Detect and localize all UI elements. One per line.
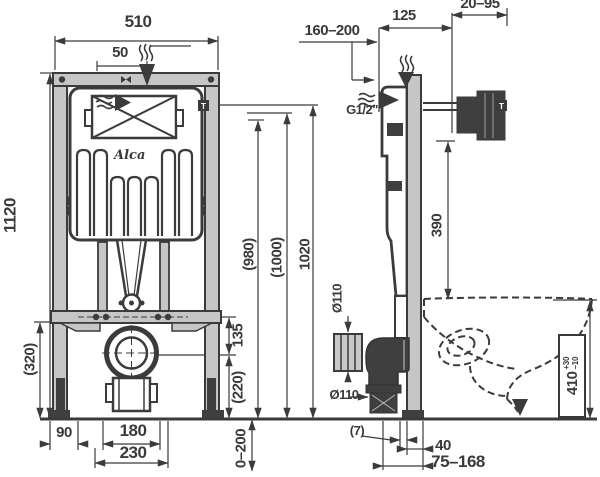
dim-leg-adjust: 0–200 — [232, 428, 250, 469]
side-view — [333, 54, 593, 418]
front-view-frame — [48, 43, 224, 418]
load-direction-arrow — [512, 399, 528, 416]
brand-logo: Alca — [114, 148, 146, 163]
dim-gap-7: (7) — [349, 423, 365, 438]
dim-outlet-range: 75–168 — [431, 452, 485, 471]
thread-size-label: G1/2" — [346, 102, 378, 117]
dim-390: 390 — [428, 213, 446, 238]
dim-90: 90 — [56, 424, 72, 441]
dim-320: (320) — [21, 343, 39, 376]
dim-supply-range: 160–200 — [304, 22, 360, 39]
dim-230: 230 — [119, 443, 147, 462]
front-dimension-lines — [34, 36, 318, 472]
dim-depth: 125 — [392, 7, 416, 24]
dim-wall-gap: 20–95 — [460, 0, 500, 12]
dim-frame-width: 510 — [124, 12, 152, 31]
dim-bowl-height-box: 410 +30 −10 — [558, 334, 586, 418]
fixing-point-marker-side: T — [496, 100, 507, 111]
dim-dia-coupling: Ø110 — [329, 283, 345, 314]
dim-frame-height: 1120 — [0, 198, 20, 233]
dim-inlet-offset: 50 — [112, 44, 128, 61]
dim-220: (220) — [229, 371, 247, 404]
dim-height-980: (980) — [240, 238, 258, 271]
dim-dia-pipe: Ø110 — [329, 387, 359, 402]
bowl-height-value: 410 — [563, 371, 581, 396]
front-view-cistern — [66, 86, 206, 313]
wc-bowl-outline — [423, 296, 593, 413]
dim-height-1020: 1020 — [296, 238, 314, 271]
side-dimension-lines — [299, 8, 597, 470]
front-view-lower — [50, 241, 222, 413]
fixing-point-marker-front: T — [198, 100, 209, 111]
dim-180: 180 — [119, 421, 147, 440]
dim-135: 135 — [229, 323, 247, 348]
bowl-height-tol-minus: −10 — [571, 356, 580, 370]
dim-height-1000: (1000) — [268, 237, 286, 278]
dim-40: 40 — [435, 437, 451, 454]
